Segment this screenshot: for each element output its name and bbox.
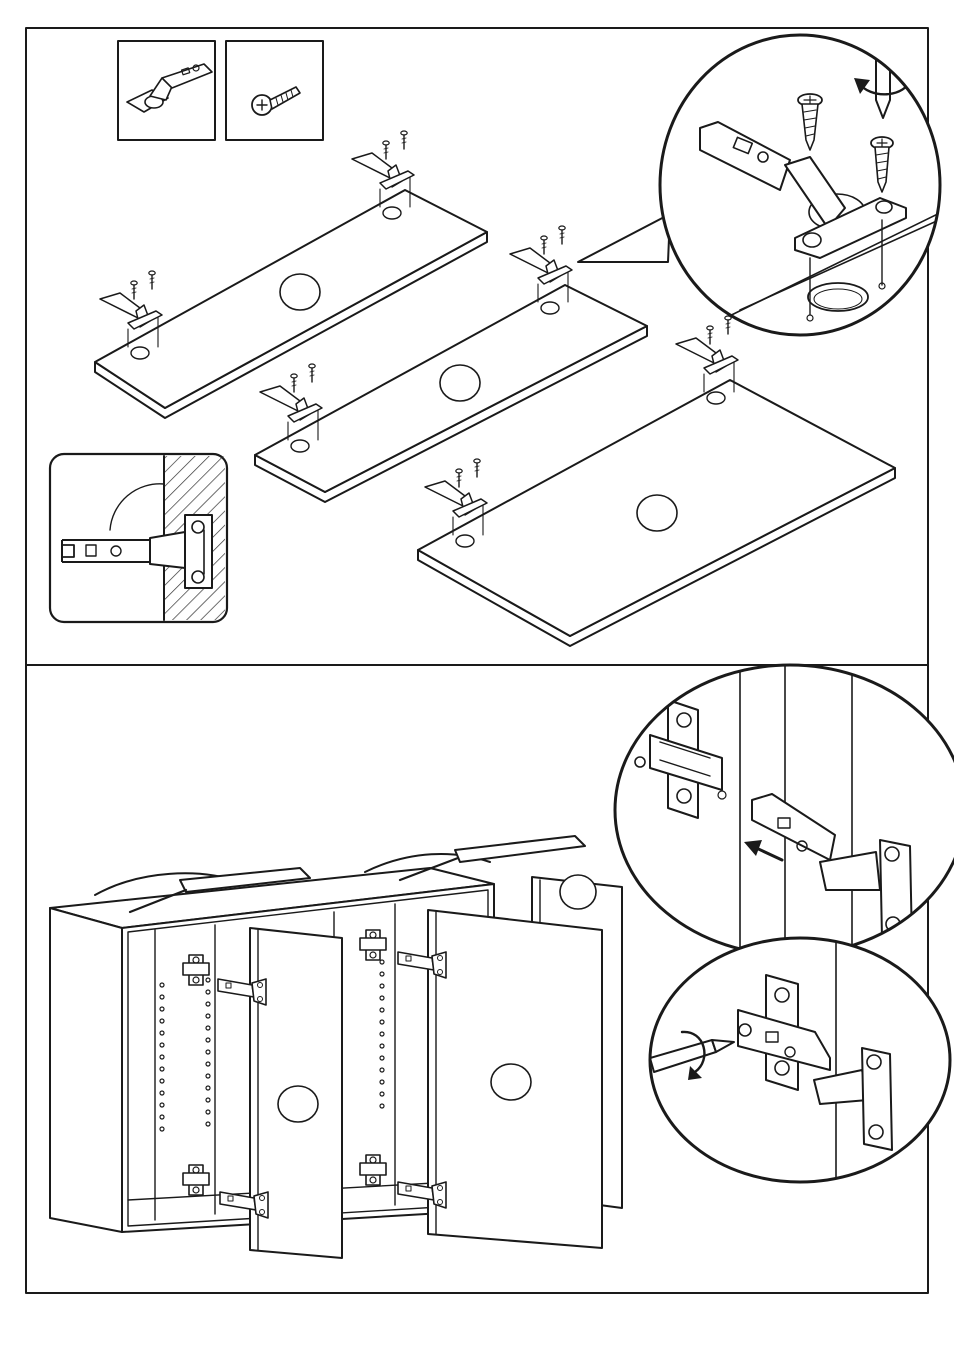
door-label-circle	[279, 273, 321, 311]
wood-screw-icon	[148, 270, 156, 290]
wood-screw-icon	[455, 468, 463, 488]
concealed-hinge-icon	[424, 458, 488, 548]
door-panel-3	[417, 315, 896, 647]
door-label-circle	[636, 494, 678, 532]
concealed-hinge-icon	[126, 63, 213, 113]
parts-legend	[117, 40, 324, 141]
concealed-hinge-icon	[509, 225, 573, 315]
wood-screw-icon	[540, 235, 548, 255]
concealed-hinge-icon	[351, 130, 415, 220]
cable-handles	[94, 835, 586, 914]
hinge-adjust-zoom	[648, 936, 952, 1184]
mounting-plate	[182, 1164, 210, 1196]
mounting-plate	[359, 1154, 387, 1186]
hinge-part-box	[117, 40, 216, 141]
hinge-clip-zoom	[613, 663, 954, 957]
wood-screw-icon	[473, 458, 481, 478]
mounted-hinges	[182, 929, 447, 1219]
wood-screw-icon	[797, 93, 823, 151]
concealed-hinge-icon	[259, 363, 323, 453]
shelf-pin-holes	[159, 959, 385, 1132]
concealed-hinge-icon	[397, 951, 447, 979]
wood-screw-icon	[724, 315, 732, 335]
mounting-plate	[359, 929, 387, 961]
door-panel-1	[94, 130, 488, 419]
concealed-hinge-icon	[219, 1191, 269, 1219]
step-2-frame	[25, 664, 929, 1294]
wood-screw-icon	[308, 363, 316, 383]
push-direction-icon	[744, 840, 784, 862]
screw-part-box	[225, 40, 324, 141]
concealed-hinge-icon	[675, 315, 739, 405]
zoom-pointer	[577, 213, 671, 263]
cabinet-assembly	[49, 835, 623, 1259]
wood-screw-icon	[400, 130, 408, 150]
door-panels	[94, 130, 896, 647]
hinge-cup-detail	[48, 452, 229, 624]
wood-screw-icon	[251, 86, 301, 116]
mounting-plate	[182, 954, 210, 986]
wood-screw-icon	[130, 280, 138, 300]
door-label-circle	[439, 364, 481, 402]
screwdriver-icon	[650, 1030, 735, 1080]
concealed-hinge-icon	[217, 978, 267, 1006]
wood-screw-icon	[382, 140, 390, 160]
hinge-mount-zoom	[577, 33, 942, 337]
concealed-hinge-icon	[397, 1181, 447, 1209]
door-panel-2	[254, 225, 648, 503]
cabinet-side	[49, 907, 123, 1233]
wood-screw-icon	[290, 373, 298, 393]
concealed-hinge-icon	[99, 270, 163, 360]
wood-screw-icon	[558, 225, 566, 245]
wood-screw-icon	[706, 325, 714, 345]
wood-screw-icon	[870, 136, 894, 193]
